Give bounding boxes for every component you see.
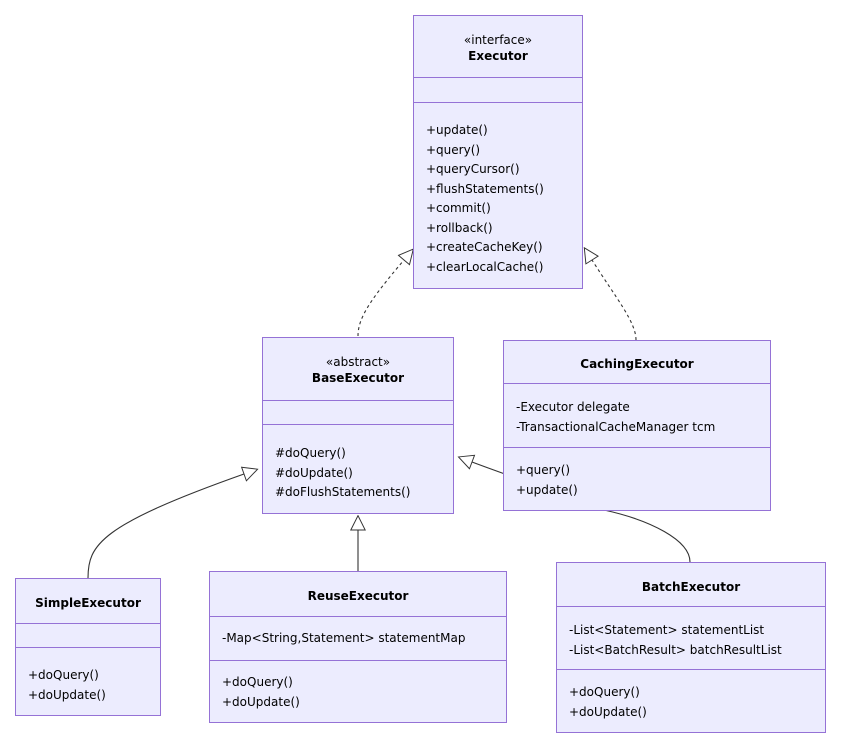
cachingexecutor-methods: +query() +update() [516, 461, 764, 500]
method: +doUpdate() [222, 694, 300, 709]
method: +queryCursor() [426, 162, 520, 176]
method: +update() [426, 123, 488, 137]
edge-cachingexecutor-to-executor [592, 260, 637, 341]
cachingexecutor-separator-1 [504, 383, 770, 384]
method: +rollback() [426, 220, 493, 235]
attribute: -Executor delegate [516, 400, 630, 414]
batchexecutor-methods: +doQuery() +doUpdate() [569, 683, 819, 722]
baseexecutor-separator-1 [263, 400, 453, 401]
method: #doUpdate() [275, 465, 353, 480]
method: +query() [426, 142, 481, 157]
reuseexecutor-methods: +doQuery() +doUpdate() [222, 673, 500, 712]
batchexecutor-attributes: -List<Statement> statementList -List<Bat… [569, 621, 819, 660]
class-cachingexecutor: CachingExecutor -Executor delegate -Tran… [503, 340, 771, 511]
cachingexecutor-name: CachingExecutor [580, 357, 694, 371]
executor-name: Executor [468, 49, 528, 63]
method: +doQuery() [28, 668, 99, 682]
method: #doFlushStatements() [275, 485, 411, 499]
executor-stereotype: «interface» [463, 33, 533, 47]
method: +doQuery() [569, 685, 640, 699]
attribute: -List<Statement> statementList [569, 623, 765, 637]
simpleexecutor-methods: +doQuery() +doUpdate() [28, 666, 154, 705]
cachingexecutor-separator-2 [504, 447, 770, 448]
simpleexecutor-separator-2 [16, 647, 160, 648]
edge-baseexecutor-to-executor [357, 260, 404, 337]
batchexecutor-separator-1 [557, 606, 825, 607]
edge-simpleexecutor-to-baseexecutor [87, 474, 244, 579]
executor-methods: +update() +query() +queryCursor() +flush… [426, 121, 576, 277]
method: +doQuery() [222, 675, 293, 689]
method: +commit() [426, 201, 491, 215]
attribute: -List<BatchResult> batchResultList [569, 642, 782, 657]
method: +createCacheKey() [426, 240, 543, 254]
cachingexecutor-attributes: -Executor delegate -TransactionalCacheMa… [516, 398, 764, 437]
reuseexecutor-attributes: -Map<String,Statement> statementMap [222, 629, 500, 649]
executor-separator-1 [414, 77, 582, 78]
simpleexecutor-separator-1 [16, 623, 160, 624]
baseexecutor-name: BaseExecutor [311, 371, 405, 385]
class-executor: «interface» Executor +update() +query() … [413, 15, 583, 289]
batchexecutor-name: BatchExecutor [641, 580, 741, 594]
class-baseexecutor: «abstract» BaseExecutor #doQuery() #doUp… [262, 337, 454, 514]
class-reuseexecutor: ReuseExecutor -Map<String,Statement> sta… [209, 571, 507, 723]
class-simpleexecutor: SimpleExecutor +doQuery() +doUpdate() [15, 578, 161, 716]
reuseexecutor-separator-2 [210, 660, 506, 661]
method: +flushStatements() [426, 181, 544, 196]
method: #doQuery() [275, 446, 346, 460]
batchexecutor-separator-2 [557, 669, 825, 670]
baseexecutor-stereotype: «abstract» [325, 355, 391, 369]
executor-separator-2 [414, 102, 582, 103]
attribute: -Map<String,Statement> statementMap [222, 631, 466, 645]
method: +clearLocalCache() [426, 259, 544, 274]
method: +doUpdate() [28, 687, 106, 702]
reuseexecutor-name: ReuseExecutor [307, 589, 409, 603]
method: +query() [516, 463, 571, 477]
attribute: -TransactionalCacheManager tcm [516, 419, 716, 434]
simpleexecutor-name: SimpleExecutor [35, 596, 141, 610]
reuseexecutor-separator-1 [210, 616, 506, 617]
baseexecutor-methods: #doQuery() #doUpdate() #doFlushStatement… [275, 444, 447, 503]
method: +update() [516, 482, 578, 497]
baseexecutor-separator-2 [263, 424, 453, 425]
method: +doUpdate() [569, 704, 647, 719]
class-batchexecutor: BatchExecutor -List<Statement> statement… [556, 562, 826, 733]
